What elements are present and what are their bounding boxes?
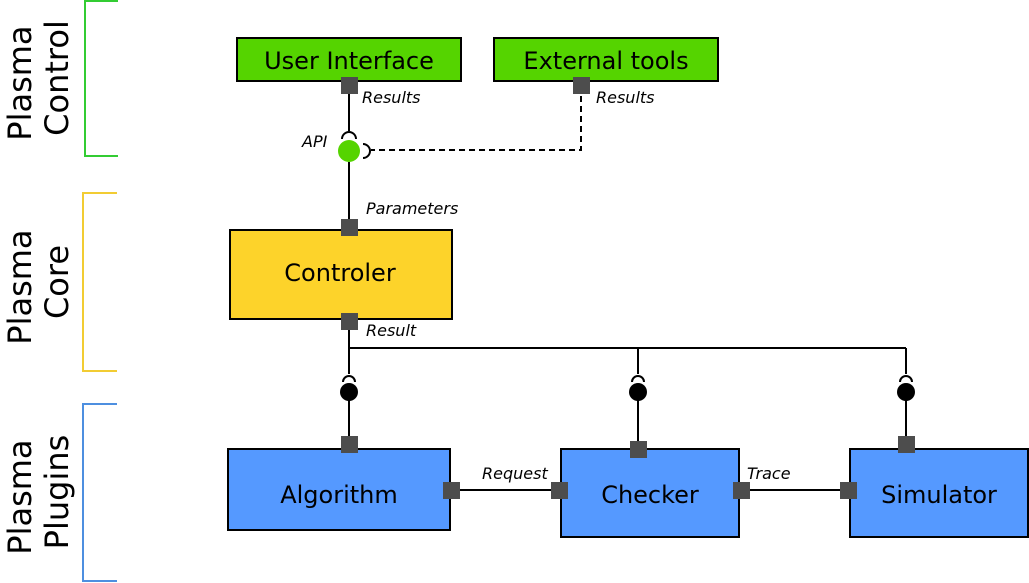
- core-layer-line1: Plasma: [1, 229, 39, 344]
- result-label: Result: [366, 321, 417, 340]
- api-socket-top: [341, 131, 357, 140]
- simulator-trace-port[interactable]: [840, 482, 857, 499]
- algorithm-interface-icon: [340, 383, 358, 401]
- controler-parameters-port[interactable]: [341, 219, 358, 236]
- simulator-box[interactable]: Simulator: [849, 448, 1029, 538]
- controler-label: Controler: [284, 259, 396, 287]
- simulator-label: Simulator: [881, 481, 997, 509]
- simulator-interface-icon: [897, 383, 915, 401]
- checker-label: Checker: [601, 481, 699, 509]
- checker-trace-port[interactable]: [733, 482, 750, 499]
- controler-result-port[interactable]: [341, 313, 358, 330]
- plugins-layer-line1: Plasma: [1, 439, 39, 554]
- user-interface-box[interactable]: User Interface: [236, 37, 462, 82]
- control-layer-bracket: [84, 0, 118, 157]
- checker-box[interactable]: Checker: [560, 448, 740, 538]
- algorithm-socket: [342, 375, 356, 383]
- core-layer-bracket: [82, 192, 117, 372]
- control-layer-label: Plasma Control: [1, 15, 76, 140]
- plugins-layer-bracket: [82, 403, 117, 582]
- algorithm-box[interactable]: Algorithm: [227, 448, 451, 531]
- core-layer-line2: Core: [38, 245, 76, 319]
- ui-results-port[interactable]: [341, 77, 358, 94]
- ext-results-port[interactable]: [573, 77, 590, 94]
- simulator-socket: [899, 375, 913, 383]
- external-tools-api-wire: [371, 86, 582, 151]
- api-socket-right: [362, 143, 371, 159]
- request-label: Request: [482, 464, 548, 483]
- result-bus-wire: [348, 322, 907, 374]
- trace-label: Trace: [747, 464, 791, 483]
- checker-socket: [631, 375, 645, 383]
- core-layer-label: Plasma Core: [1, 219, 76, 344]
- ui-results-label: Results: [362, 88, 421, 107]
- user-interface-label: User Interface: [264, 47, 434, 75]
- plugins-layer-line2: Plugins: [38, 435, 76, 550]
- algorithm-top-port[interactable]: [341, 436, 358, 453]
- checker-request-port[interactable]: [551, 482, 568, 499]
- controler-box[interactable]: Controler: [229, 229, 453, 320]
- checker-top-port[interactable]: [630, 441, 647, 458]
- api-label: API: [301, 132, 328, 151]
- algorithm-label: Algorithm: [280, 481, 398, 509]
- plugins-layer-label: Plasma Plugins: [1, 429, 76, 554]
- external-tools-box[interactable]: External tools: [493, 37, 719, 82]
- parameters-label: Parameters: [366, 199, 458, 218]
- api-interface-icon: [338, 140, 360, 162]
- checker-interface-icon: [629, 383, 647, 401]
- algorithm-request-port[interactable]: [443, 482, 460, 499]
- control-layer-line1: Plasma: [1, 25, 39, 140]
- simulator-top-port[interactable]: [898, 436, 915, 453]
- control-layer-line2: Control: [38, 20, 76, 136]
- ext-results-label: Results: [596, 88, 655, 107]
- external-tools-label: External tools: [523, 47, 688, 75]
